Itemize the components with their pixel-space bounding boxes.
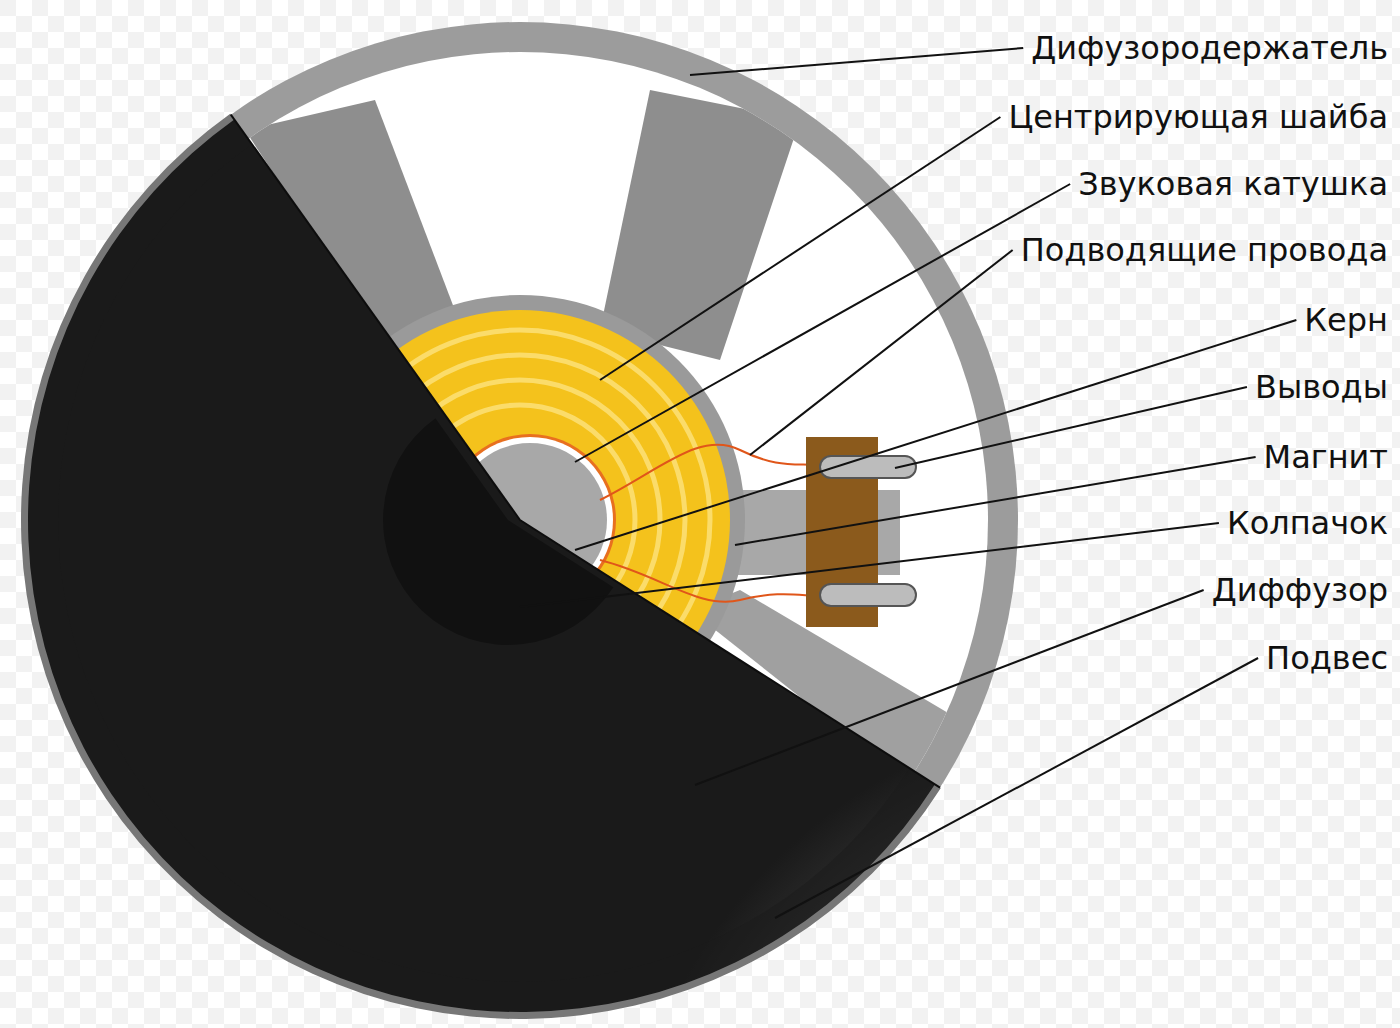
part-label: Магнит (1264, 437, 1388, 477)
leader-line (695, 590, 1204, 785)
dust-cap (383, 418, 613, 645)
leader-line (750, 250, 1013, 455)
leader-line (775, 658, 1258, 918)
part-label: Колпачок (1227, 503, 1388, 543)
leader-line (690, 48, 1023, 75)
part-label: Центрирующая шайба (1008, 97, 1388, 137)
part-label: Подводящие провода (1021, 230, 1388, 270)
cut-edge (520, 520, 940, 788)
cone-layer (21, 114, 941, 1019)
surround-rim (21, 114, 941, 1019)
diaphragm-cone (22, 115, 940, 1018)
leader-line (895, 387, 1247, 468)
leader-line (600, 117, 1000, 380)
cut-edge (231, 115, 520, 520)
leader-line (575, 320, 1296, 550)
lead-wires (600, 445, 825, 602)
part-label: Диффузор (1212, 570, 1388, 610)
part-label: Подвес (1266, 638, 1388, 678)
part-label: Керн (1304, 300, 1388, 340)
leader-line (520, 523, 1219, 607)
terminal-lug (820, 584, 916, 606)
surround (22, 115, 940, 1018)
part-label: Дифузородержатель (1031, 28, 1388, 68)
part-label: Выводы (1255, 367, 1388, 407)
part-label: Звуковая катушка (1078, 164, 1388, 204)
leader-line (575, 184, 1070, 462)
leader-line (735, 457, 1256, 545)
